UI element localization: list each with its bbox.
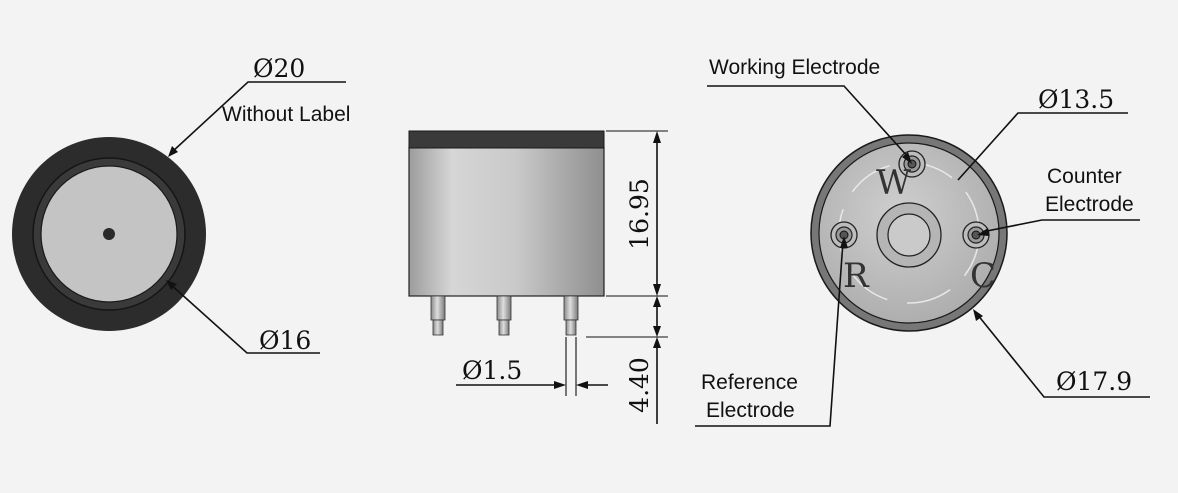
- leader-line: [976, 313, 1150, 398]
- pin-right: [563, 295, 579, 336]
- arrowhead-icon: [653, 284, 661, 296]
- pin-diameter-label: Ø1.5: [462, 356, 522, 385]
- leader-line: [957, 112, 1128, 181]
- leader-line: [695, 240, 844, 427]
- outer-diameter-label: Ø20: [253, 54, 305, 83]
- pin-middle: [496, 295, 512, 336]
- outer-diameter-dimension: Ø20: [168, 54, 346, 157]
- sensor-body: [408, 146, 605, 297]
- arrowhead-icon: [902, 152, 912, 164]
- arrowhead-icon: [653, 296, 661, 307]
- reference-electrode-label-line2: Electrode: [706, 399, 795, 422]
- letter-r-mark: R: [843, 256, 870, 296]
- pin-length-label: 4.40: [625, 357, 654, 413]
- letter-w-mark: W: [876, 163, 911, 203]
- sensor-cap: [408, 130, 605, 149]
- pin-diameter-dimension: Ø1.5: [456, 337, 608, 396]
- leader-line: [707, 85, 910, 159]
- pin-length-dimension: 4.40: [586, 296, 668, 424]
- counter-electrode-label-line1: Counter: [1047, 165, 1122, 188]
- arrowhead-icon: [576, 381, 588, 389]
- height-dimension: 16.95: [606, 130, 668, 297]
- reference-electrode-callout: Reference Electrode: [695, 236, 848, 427]
- leader-line: [171, 81, 346, 153]
- arrowhead-icon: [653, 131, 661, 143]
- left-view: Ø20 Without Label Ø16: [12, 54, 350, 355]
- side-view: 16.95 4.40 Ø1.5: [408, 130, 668, 424]
- counter-electrode-callout: Counter Electrode: [977, 165, 1140, 236]
- reference-electrode-pin: [830, 221, 858, 249]
- inner-diameter-dimension: Ø16: [166, 280, 320, 355]
- top-diameter-dimension: Ø13.5: [957, 85, 1128, 181]
- bottom-diameter-label: Ø17.9: [1056, 367, 1132, 396]
- height-label: 16.95: [625, 178, 654, 250]
- pin-left: [430, 295, 446, 336]
- reference-electrode-label-line1: Reference: [701, 371, 798, 394]
- arrowhead-icon: [973, 309, 983, 321]
- right-view: W R C Working Electrode Ø13.5 Counter El…: [695, 56, 1150, 427]
- center-boss-inner: [887, 213, 931, 257]
- leader-line: [981, 219, 1140, 233]
- bottom-diameter-dimension: Ø17.9: [973, 309, 1150, 398]
- letter-c-mark: C: [970, 256, 996, 296]
- arrowhead-icon: [554, 381, 566, 389]
- arrowhead-icon: [168, 146, 178, 157]
- top-diameter-label: Ø13.5: [1038, 85, 1114, 114]
- arrowhead-icon: [840, 236, 848, 248]
- working-electrode-callout: Working Electrode: [707, 56, 912, 164]
- counter-electrode-label-line2: Electrode: [1045, 193, 1134, 216]
- without-label-note: Without Label: [222, 103, 350, 126]
- arrowhead-icon: [653, 326, 661, 337]
- leader-line: [168, 282, 320, 354]
- inner-diameter-label: Ø16: [259, 326, 311, 355]
- working-electrode-label: Working Electrode: [709, 56, 880, 79]
- arrowhead-icon: [653, 337, 661, 348]
- arrowhead-icon: [166, 280, 177, 290]
- center-hole: [103, 228, 115, 240]
- arrowhead-icon: [977, 228, 989, 236]
